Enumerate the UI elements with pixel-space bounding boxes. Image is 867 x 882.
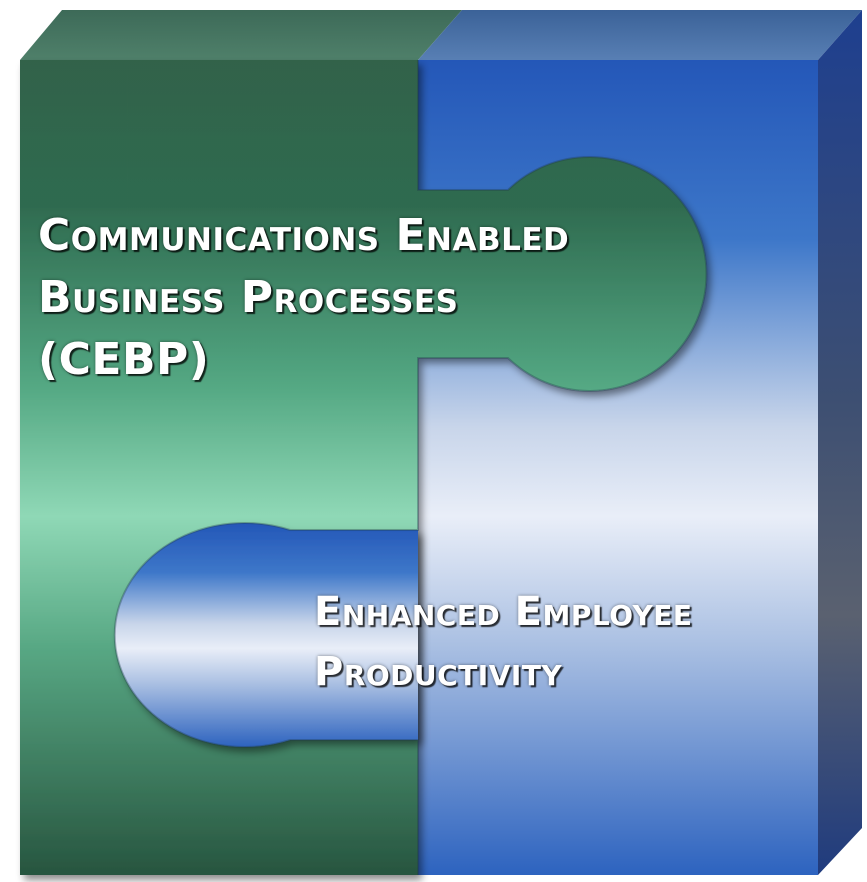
cube-side-face	[818, 10, 862, 875]
cebp-label-line-1: Communications Enabled	[38, 210, 570, 261]
cube-top-green	[20, 10, 462, 60]
cebp-label-line-3: (CEBP)	[38, 334, 210, 385]
productivity-label-line-2: Productivity	[314, 649, 563, 695]
productivity-label-line-1: Enhanced Employee	[314, 589, 693, 635]
cube-top-blue	[418, 10, 862, 60]
blue-puzzle-knob	[114, 523, 418, 747]
puzzle-seam	[113, 60, 708, 875]
cebp-label-line-2: Business Processes	[38, 272, 459, 323]
productivity-label: Enhanced Employee Productivity	[314, 592, 693, 712]
cebp-label: Communications Enabled Business Processe…	[38, 214, 569, 400]
